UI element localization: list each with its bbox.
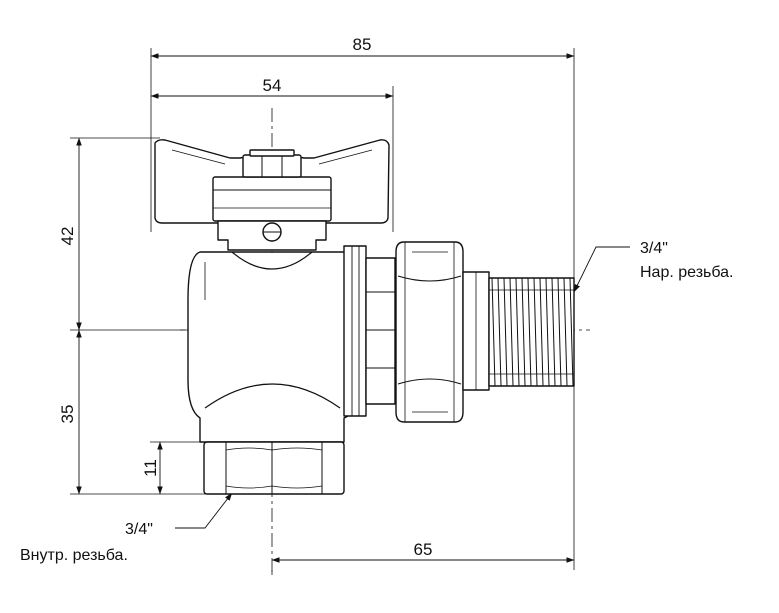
valve-body <box>154 139 575 495</box>
male-thread <box>488 277 575 387</box>
thread-serration <box>539 277 544 387</box>
dim-body-width: 54 <box>263 76 282 95</box>
thread-serration <box>509 277 514 387</box>
thread-serration <box>515 277 520 387</box>
thread-serration <box>497 277 502 387</box>
dim-height-above: 42 <box>58 227 77 246</box>
outer-hex-union <box>395 241 464 423</box>
male-thread-size: 3/4" <box>640 240 668 257</box>
thread-serration <box>533 277 538 387</box>
top-nut <box>242 154 302 178</box>
thread-serration <box>503 277 508 387</box>
thread-serration <box>557 277 562 387</box>
callout-leaders <box>175 246 630 529</box>
female-thread-label: Внутр. резьба. <box>20 547 128 564</box>
dim-inlet-height: 11 <box>141 459 160 477</box>
dim-total-width: 85 <box>353 35 372 54</box>
female-thread-size: 3/4" <box>125 521 153 538</box>
handle-hub <box>212 176 332 222</box>
thread-serration <box>521 277 526 387</box>
thread-serration <box>527 277 532 387</box>
dimension-lines <box>76 53 575 563</box>
main-body <box>187 251 361 443</box>
thread-serration <box>545 277 550 387</box>
thread-serration <box>551 277 556 387</box>
thread-lines <box>489 277 574 387</box>
union-nut <box>365 257 396 405</box>
thread-serration <box>563 277 568 387</box>
union-flange <box>343 245 367 417</box>
thread-serration <box>491 277 496 387</box>
thread-serration <box>569 277 574 387</box>
male-thread-label: Нар. резьба. <box>640 264 734 281</box>
dim-height-below: 35 <box>58 405 77 424</box>
dim-outlet-length: 65 <box>414 540 433 559</box>
inlet-hex-nut <box>203 441 345 495</box>
